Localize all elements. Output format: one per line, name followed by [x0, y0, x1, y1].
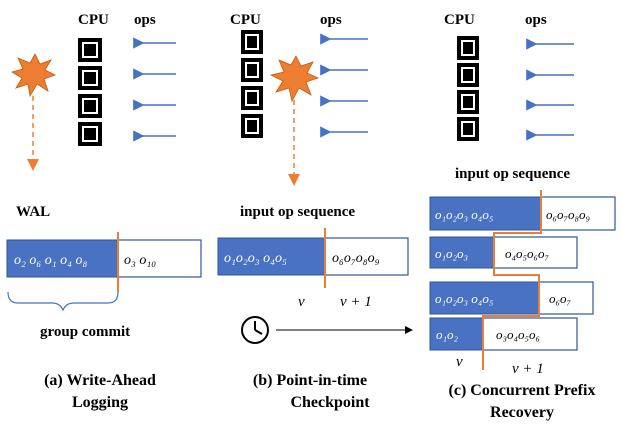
cpu-chip-icon [78, 122, 102, 146]
prefix-committed-ops: o₁o₂o₃ o₄o₅ [435, 291, 493, 306]
caption-c-line2: Recovery [490, 404, 554, 421]
ops-label: ops [134, 12, 156, 28]
prefix-committed-block [429, 317, 484, 351]
cpu-chip-icon [241, 86, 263, 110]
cpu-chip-icon [457, 63, 479, 87]
wal-label: WAL [16, 204, 50, 220]
prefix-committed-ops: o₁o₂o₃ o₄o₅ [435, 207, 493, 222]
checkpoint-pending-block [324, 237, 409, 276]
cpu-chip-stack [241, 30, 263, 138]
cpu-chip-icon [457, 36, 479, 60]
ops-label: ops [525, 12, 547, 28]
caption-a-line1: (a) Write-Ahead [44, 372, 156, 389]
prefix-committed-ops: o₁o₂o₃ [435, 246, 468, 261]
caption-b-line2: Checkpoint [290, 394, 370, 411]
group-commit-brace [7, 291, 119, 312]
ops-label: ops [320, 12, 342, 28]
wal-committed-block [6, 239, 119, 278]
cpu-chip-stack [78, 38, 102, 146]
cpu-chip-icon [78, 66, 102, 90]
wal-pending-block [117, 239, 202, 278]
ops-arrows [320, 33, 368, 138]
cpu-chip-icon [457, 90, 479, 114]
cpu-label: CPU [230, 12, 261, 28]
ops-arrows [133, 37, 176, 142]
cpu-label: CPU [444, 12, 475, 28]
cpu-label: CPU [78, 12, 109, 28]
prefix-committed-ops: o₁o₂ [436, 327, 459, 342]
prefix-pending-ops: o₆o₇o₈o₉ [546, 207, 590, 222]
wal-committed-ops: o₂ o₆ o₁ o₄ o₈ [14, 253, 87, 268]
cpu-chip-icon [78, 38, 102, 62]
checkpoint-pending-ops: o₆o₇o₈o₉ [332, 251, 380, 266]
caption-c-line1: (c) Concurrent Prefix [449, 382, 596, 399]
cpu-chip-icon [78, 94, 102, 118]
prefix-pending-ops: o₆o₇ [549, 291, 572, 306]
caption-a-line2: Logging [72, 394, 128, 411]
cpu-chip-icon [241, 58, 263, 82]
crash-burst-icon [10, 53, 57, 98]
prefix-committed-block [429, 281, 540, 315]
version-v-plus-label: v + 1 [340, 294, 372, 310]
checkpoint-committed-ops: o₁o₂o₃ o₄o₅ [224, 251, 287, 266]
caption-b-line1: (b) Point-in-time [253, 372, 367, 389]
sequence-label: input op sequence [240, 204, 355, 220]
version-v-label: v [298, 294, 305, 310]
sequence-label: input op sequence [455, 166, 570, 182]
group-commit-label: group commit [40, 324, 130, 340]
cpu-chip-icon [241, 114, 263, 138]
prefix-committed-block [429, 196, 542, 231]
panel-a: CPU ops [6, 12, 202, 411]
panel-b: CPU ops [217, 12, 413, 411]
panel-c: CPU ops [429, 12, 616, 421]
cpu-chip-icon [457, 117, 479, 141]
version-v-label: v [456, 354, 463, 370]
prefix-committed-block [429, 236, 495, 269]
prefix-pending-ops: o₄o₅o₆o₇ [505, 246, 550, 261]
prefix-pending-block [482, 317, 578, 351]
prefix-pending-ops: o₃o₄o₅o₆ [496, 327, 540, 342]
prefix-boundary-line [482, 190, 542, 370]
prefix-pending-block [538, 281, 594, 315]
checkpoint-committed-block [217, 237, 326, 276]
clock-icon [241, 316, 269, 344]
cpu-chip-stack [457, 36, 479, 141]
version-v-plus-label: v + 1 [512, 361, 544, 377]
crash-burst-icon [269, 55, 320, 103]
wal-pending-ops: o₃ o₁₀ [124, 253, 156, 268]
cpu-chip-icon [241, 30, 263, 54]
ops-arrows [526, 38, 574, 141]
